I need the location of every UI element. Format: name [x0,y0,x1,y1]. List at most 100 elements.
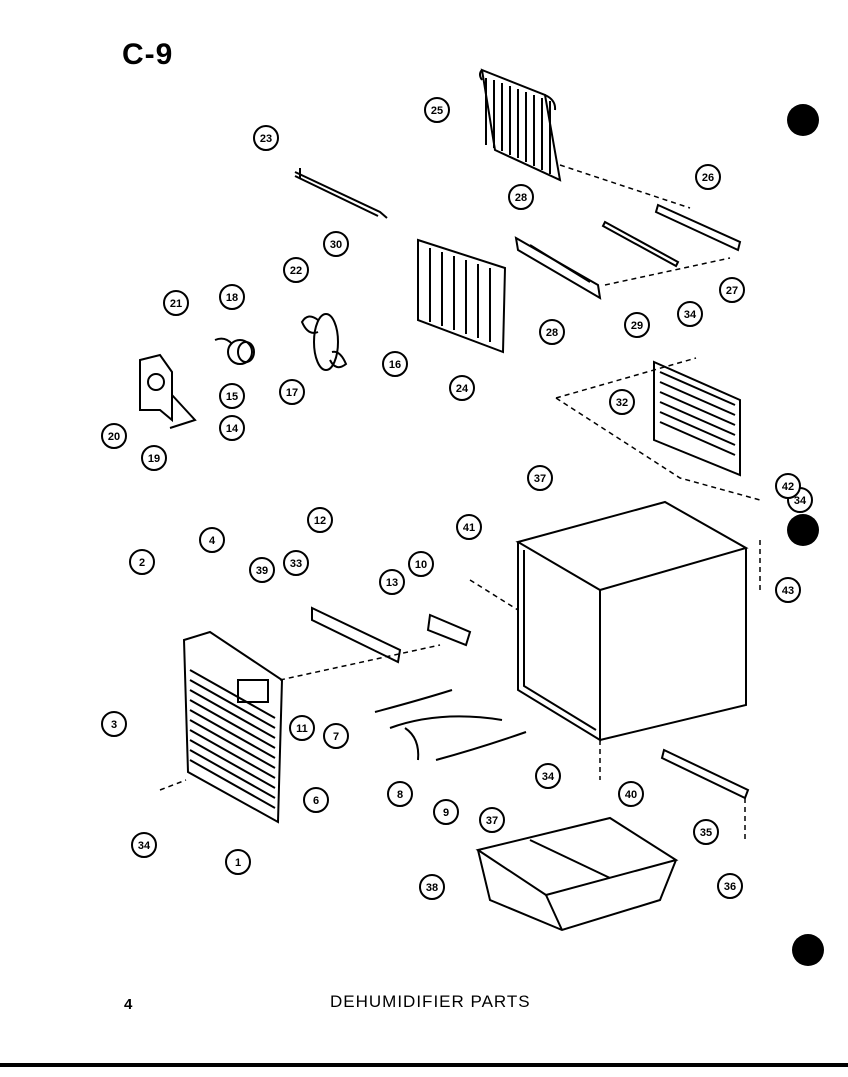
callout-label: 7 [333,731,339,743]
bracket-26 [601,203,742,268]
callout-circle [163,290,189,316]
callout-28: 28 [539,319,565,345]
callout-3: 3 [101,711,127,737]
bracket-29 [514,236,602,300]
callout-circle [249,557,275,583]
callout-circle [775,577,801,603]
callout-circle [303,787,329,813]
callout-layer: 1234678910111213141516171819202122232425… [101,97,813,900]
callout-15: 15 [219,383,245,409]
callout-circle [775,473,801,499]
callout-circle [219,284,245,310]
callout-label: 30 [330,239,342,251]
callout-29: 29 [624,312,650,338]
callout-label: 14 [226,423,239,435]
callout-label: 34 [684,309,697,321]
callout-label: 28 [546,327,558,339]
callout-36: 36 [717,873,743,899]
binder-hole-top [787,104,819,136]
callout-label: 15 [226,391,238,403]
callout-34: 34 [535,763,561,789]
callout-16: 16 [382,351,408,377]
fan-motor [214,337,255,365]
callout-circle [424,97,450,123]
callout-40: 40 [618,781,644,807]
callout-circle [289,715,315,741]
callout-circle [199,527,225,553]
callout-label: 6 [313,795,319,807]
footer-page-number: 4 [124,996,133,1013]
callout-circle [419,874,445,900]
callout-label: 39 [256,565,268,577]
callout-circle [219,415,245,441]
callout-circle [225,849,251,875]
tubing [374,689,527,761]
front-panel [182,630,284,824]
callout-21: 21 [163,290,189,316]
callout-label: 27 [726,285,738,297]
callout-circle [253,125,279,151]
callout-17: 17 [279,379,305,405]
callout-22: 22 [283,257,309,283]
fan-blade [300,313,348,371]
callout-circle [219,383,245,409]
callout-2: 2 [129,549,155,575]
callout-42: 42 [775,473,801,499]
callout-circle [323,723,349,749]
callout-label: 25 [431,105,443,117]
callout-circle [539,319,565,345]
callout-circle [609,389,635,415]
callout-circle [693,819,719,845]
callout-label: 13 [386,577,398,589]
callout-8: 8 [387,781,413,807]
callout-circle [508,184,534,210]
callout-23: 23 [253,125,279,151]
callout-39: 39 [249,557,275,583]
callout-circle [283,257,309,283]
callout-19: 19 [141,445,167,471]
callout-circle [527,465,553,491]
callout-circle [387,781,413,807]
callout-circle [456,514,482,540]
callout-label: 12 [314,515,326,527]
callout-label: 4 [209,535,216,547]
callout-circle [624,312,650,338]
callout-circle [323,231,349,257]
callout-9: 9 [433,799,459,825]
callout-12: 12 [307,507,333,533]
callout-label: 16 [389,359,401,371]
callout-label: 26 [702,172,714,184]
page-label: C-9 [122,38,174,71]
bracket-23 [294,168,388,219]
callout-label: 10 [415,559,427,571]
callout-label: 34 [138,840,151,852]
callout-34: 34 [131,832,157,858]
callout-32: 32 [609,389,635,415]
callout-circle [101,711,127,737]
callout-43: 43 [775,577,801,603]
callout-25: 25 [424,97,450,123]
callout-label: 34 [542,771,555,783]
callout-label: 20 [108,431,120,443]
callout-label: 23 [260,133,272,145]
callout-1: 1 [225,849,251,875]
callout-label: 11 [296,723,308,735]
callout-label: 35 [700,827,712,839]
callout-circle [408,551,434,577]
callout-18: 18 [219,284,245,310]
callout-label: 41 [463,522,475,534]
callout-circle [719,277,745,303]
callout-circle [449,375,475,401]
callout-label: 40 [625,789,637,801]
callout-label: 43 [782,585,794,597]
callout-label: 29 [631,320,643,332]
callout-label: 22 [290,265,302,277]
callout-label: 37 [486,815,498,827]
callout-label: 42 [782,481,794,493]
callout-label: 21 [170,298,182,310]
callout-35: 35 [693,819,719,845]
callout-label: 24 [456,383,469,395]
callout-33: 33 [283,550,309,576]
callout-circle [433,799,459,825]
callout-label: 32 [616,397,628,409]
